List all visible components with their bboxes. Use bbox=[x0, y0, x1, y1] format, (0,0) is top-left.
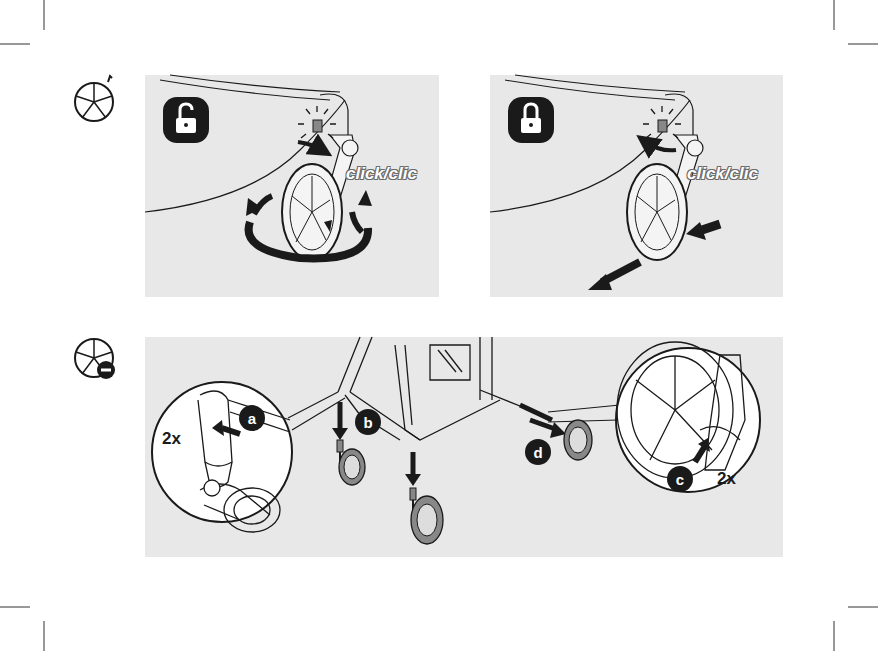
callout-text: c bbox=[676, 472, 684, 487]
callout-letter: c bbox=[667, 466, 693, 492]
callout-letter: d bbox=[525, 439, 551, 465]
repeat-count: 2x bbox=[162, 430, 181, 447]
callout-text: d bbox=[533, 445, 542, 460]
repeat-count: 2x bbox=[717, 470, 736, 487]
sound-label: click/clic bbox=[346, 165, 417, 182]
callout-text: a bbox=[248, 411, 256, 426]
callout-letter: a bbox=[239, 405, 265, 431]
sound-label: click/clic bbox=[687, 165, 758, 182]
callout-text: b bbox=[363, 415, 372, 430]
callout-letter: b bbox=[355, 409, 381, 435]
